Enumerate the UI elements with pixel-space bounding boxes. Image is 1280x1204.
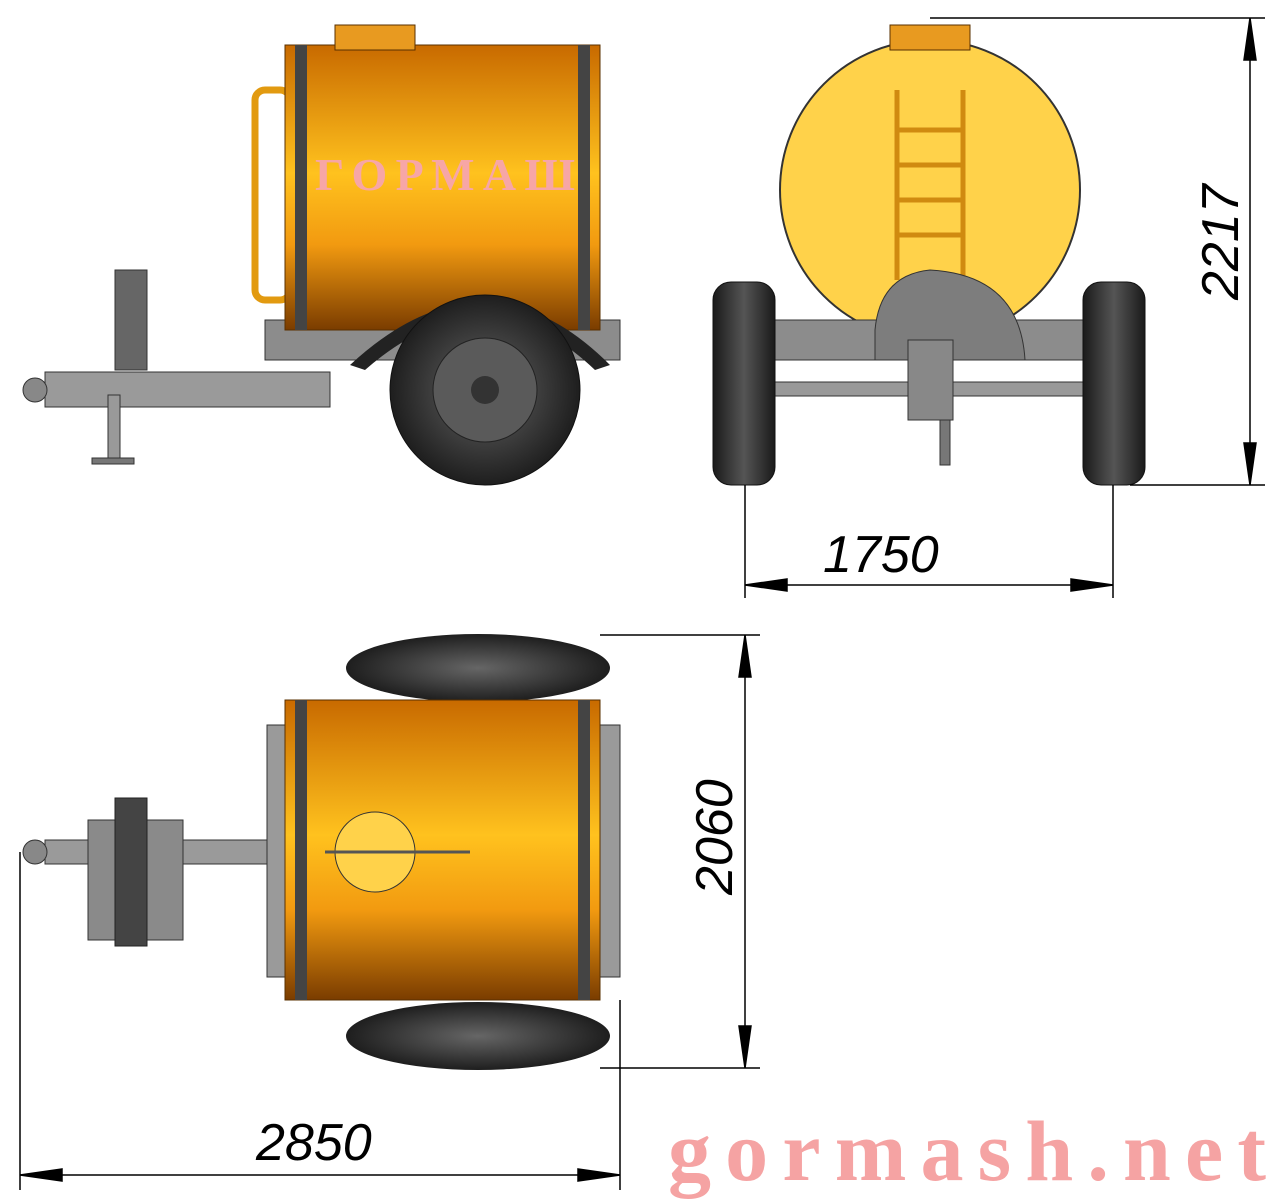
rear-view bbox=[712, 24, 1146, 486]
jack bbox=[107, 394, 121, 461]
bottom-wheel bbox=[346, 1002, 610, 1070]
website-watermark: gormash.net bbox=[668, 1103, 1266, 1199]
tow-eye bbox=[22, 377, 48, 403]
overall-length-dimension: 2850 bbox=[255, 1114, 372, 1172]
track-width-dimension: 1750 bbox=[823, 526, 939, 584]
wheel-hub bbox=[471, 376, 499, 404]
top-wheel bbox=[346, 634, 610, 702]
tank-brand-text: ГОРМАШ bbox=[315, 149, 575, 200]
ladder bbox=[894, 90, 966, 280]
filler-hatch bbox=[889, 24, 971, 51]
right-wheel bbox=[1082, 281, 1146, 486]
height-dimension: 2217 bbox=[1192, 182, 1250, 301]
top-view bbox=[22, 634, 621, 1070]
side-view: ГОРМАШ bbox=[22, 24, 621, 486]
tank-top bbox=[284, 699, 601, 1001]
jack bbox=[939, 419, 951, 466]
pump-housing bbox=[114, 797, 148, 947]
tank-band bbox=[578, 700, 590, 1000]
overall-width-dimension: 2060 bbox=[686, 779, 744, 896]
tank-band bbox=[578, 45, 590, 330]
left-wheel bbox=[712, 281, 776, 486]
filler-hatch bbox=[334, 24, 416, 51]
dimension-lines bbox=[19, 17, 1265, 1190]
hitch-block bbox=[907, 339, 954, 421]
drawbar bbox=[44, 371, 331, 408]
rear-bracket bbox=[874, 269, 1026, 361]
jack-foot bbox=[91, 457, 135, 465]
tank-band bbox=[295, 700, 307, 1000]
pump-housing bbox=[114, 269, 148, 371]
tank-band bbox=[295, 45, 307, 330]
tank-side bbox=[284, 44, 601, 331]
tow-eye bbox=[22, 839, 48, 865]
